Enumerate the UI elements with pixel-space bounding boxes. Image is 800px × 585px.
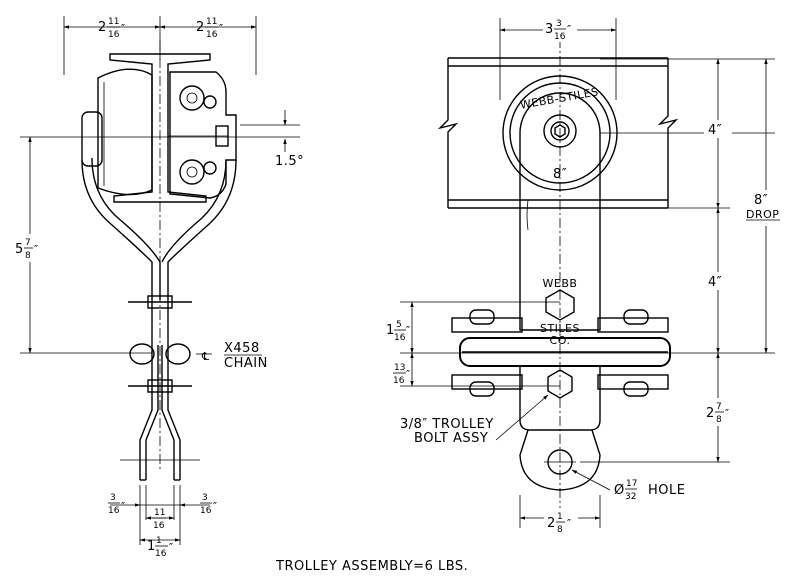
left-wheel — [81, 68, 153, 196]
drop-value: 8″ — [754, 193, 768, 208]
left-side-view: 1.5° ℄ X458 CHAIN — [20, 16, 304, 545]
svg-text:5: 5 — [396, 320, 402, 330]
bracket-link — [519, 92, 601, 331]
dim-b: 13 16 ″ — [393, 363, 411, 386]
svg-text:8: 8 — [716, 415, 722, 425]
dim-c: 2 7 8 ″ — [702, 398, 738, 426]
wheel-brand-label: WEBB-STILES — [519, 85, 599, 112]
dim-upper-4: 4″ — [708, 123, 722, 138]
stamp-line-3: CO. — [550, 334, 571, 347]
svg-text:Ø: Ø — [614, 483, 625, 498]
svg-text:17: 17 — [626, 479, 637, 489]
svg-text:3: 3 — [545, 22, 554, 37]
clevis — [519, 429, 601, 491]
stamp-line-1: WEBB — [543, 277, 578, 290]
svg-text:16: 16 — [108, 506, 120, 516]
svg-text:″: ″ — [121, 22, 126, 35]
right-wheel-section — [168, 71, 237, 199]
svg-text:16: 16 — [200, 506, 212, 516]
chain-label-1: X458 — [224, 341, 260, 356]
svg-text:16: 16 — [155, 549, 167, 559]
stamp-line-2: STILES — [540, 322, 580, 335]
dim-right-top: 3 3 16 ″ — [543, 14, 577, 42]
hex-bolt-upper — [545, 289, 575, 321]
svg-text:″: ″ — [406, 324, 411, 337]
svg-text:2: 2 — [98, 20, 107, 35]
svg-text:2: 2 — [706, 406, 715, 421]
svg-text:11: 11 — [154, 508, 165, 518]
svg-text:1: 1 — [156, 536, 162, 546]
caption: TROLLEY ASSEMBLY=6 LBS. — [275, 559, 468, 574]
svg-text:″: ″ — [725, 407, 730, 420]
svg-text:8: 8 — [557, 525, 563, 535]
svg-text:″: ″ — [219, 22, 224, 35]
dim-bottom-left: 3 16 ″ — [108, 493, 126, 516]
svg-text:″: ″ — [121, 500, 126, 513]
svg-text:13: 13 — [394, 363, 405, 373]
svg-text:11: 11 — [108, 17, 119, 27]
svg-text:″: ″ — [567, 23, 572, 36]
chain-label-2: CHAIN — [224, 356, 268, 371]
yoke-bracket — [81, 157, 237, 345]
angle-label: 1.5° — [275, 154, 304, 169]
dim-bottom-right: 3 16 ″ — [200, 493, 218, 516]
drop-label: DROP — [746, 208, 779, 221]
svg-text:16: 16 — [393, 376, 405, 386]
svg-text:″: ″ — [169, 541, 174, 554]
svg-text:16: 16 — [554, 32, 566, 42]
svg-text:″: ″ — [567, 517, 572, 530]
side-rollers — [451, 309, 671, 397]
dim-right-bottom: 2 1 8 ″ — [544, 508, 578, 535]
svg-text:1: 1 — [147, 539, 156, 554]
svg-text:″: ″ — [34, 243, 39, 256]
svg-text:32: 32 — [625, 492, 636, 502]
dim-top-left: 2 11 16 ″ — [98, 17, 126, 40]
chain-attachment — [120, 295, 200, 481]
svg-text:7: 7 — [25, 238, 31, 248]
bolt-label-1: 3/8″ TROLLEY — [400, 417, 494, 432]
svg-text:2: 2 — [196, 20, 205, 35]
svg-text:16: 16 — [394, 333, 406, 343]
hole-label: Ø 17 32 HOLE — [614, 479, 685, 502]
svg-text:3: 3 — [110, 493, 116, 503]
svg-text:16: 16 — [153, 521, 165, 531]
bolt-label-2: BOLT ASSY — [414, 431, 488, 446]
dim-a: 1 5 16 ″ — [386, 320, 411, 343]
dim-top-right: 2 11 16 ″ — [196, 17, 224, 40]
dim-lower-4: 4″ — [708, 275, 722, 290]
svg-text:11: 11 — [206, 17, 217, 27]
svg-text:16: 16 — [206, 30, 218, 40]
svg-text:7: 7 — [716, 402, 722, 412]
svg-text:3: 3 — [202, 493, 208, 503]
centerline-symbol: ℄ — [201, 350, 210, 363]
svg-text:8: 8 — [25, 251, 31, 261]
dim-height: 5 7 8 ″ — [14, 234, 44, 262]
wheel-diameter-label: 8″ — [553, 167, 567, 182]
i-beam-section — [109, 53, 211, 203]
svg-text:″: ″ — [406, 368, 411, 381]
svg-text:HOLE: HOLE — [648, 483, 685, 498]
svg-text:3: 3 — [556, 19, 562, 29]
dim-bottom-mid: 11 16 — [152, 508, 166, 531]
svg-text:″: ″ — [213, 500, 218, 513]
svg-text:1: 1 — [557, 512, 563, 522]
svg-text:1: 1 — [386, 323, 395, 338]
svg-text:5: 5 — [15, 242, 24, 257]
svg-text:2: 2 — [547, 516, 556, 531]
dim-bottom-total: 1 1 16 ″ — [147, 536, 174, 559]
svg-text:16: 16 — [108, 30, 120, 40]
hex-bolt-lower — [547, 369, 573, 399]
right-front-view — [400, 18, 775, 528]
